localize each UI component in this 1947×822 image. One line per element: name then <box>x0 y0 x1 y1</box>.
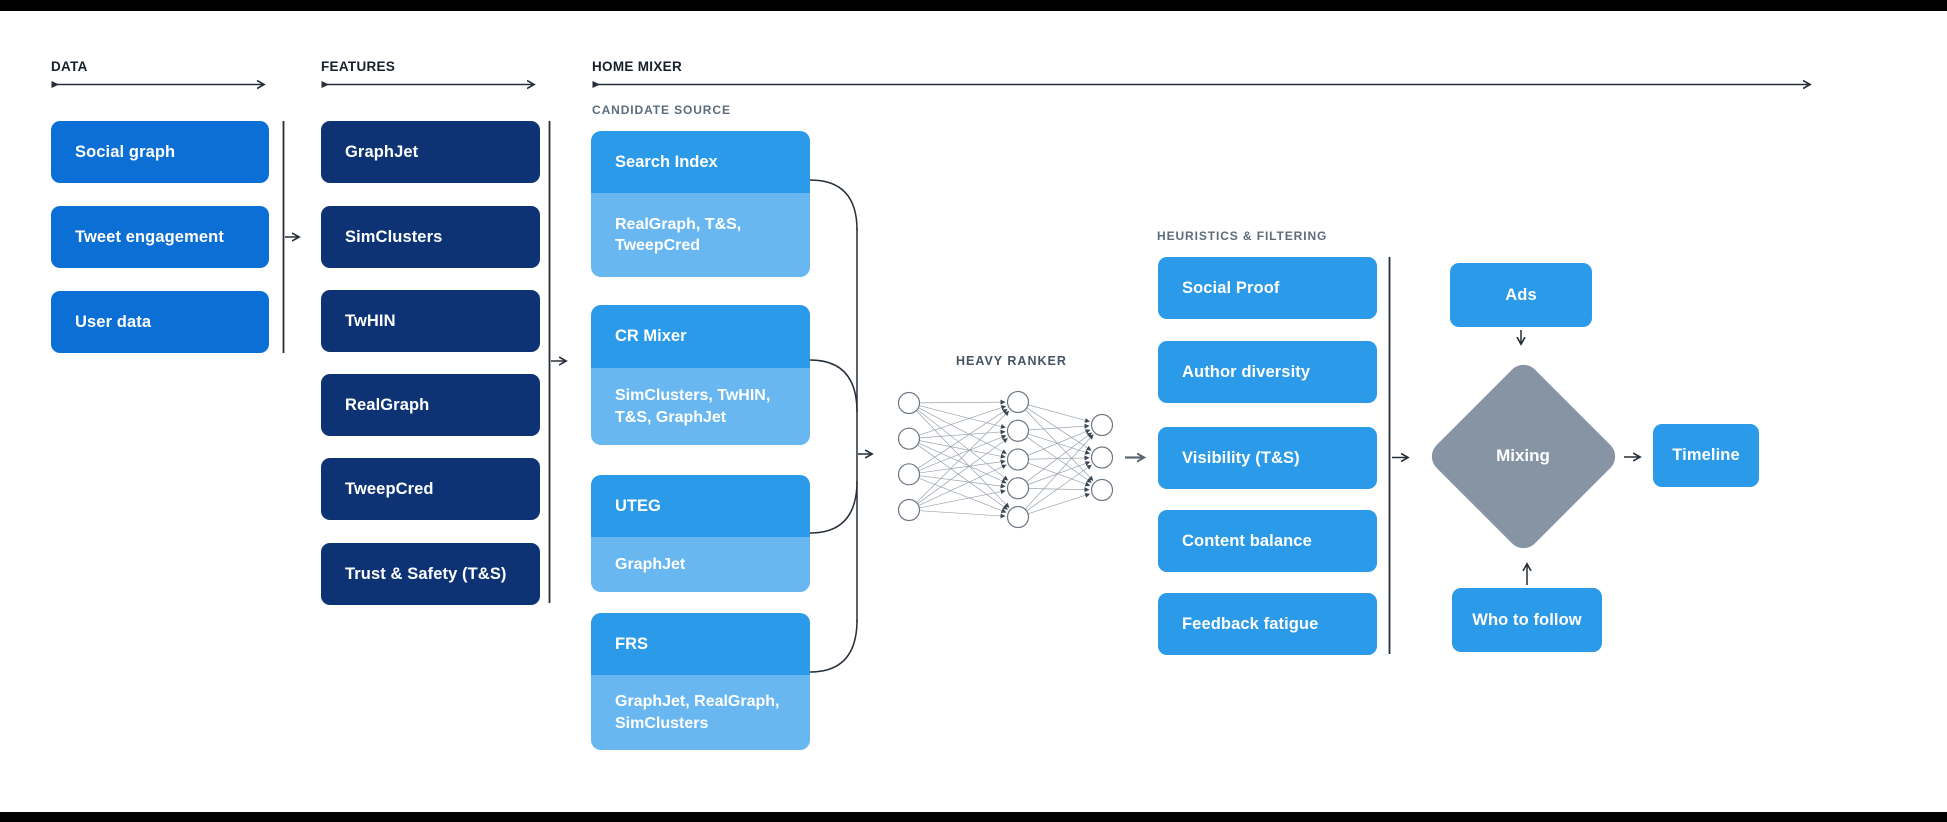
frs-connector <box>809 619 858 673</box>
search-index-connector <box>809 179 858 231</box>
uteg-connector <box>809 480 858 534</box>
mixing-diamond-node: Mixing <box>1424 357 1622 555</box>
ads-node: Ads <box>1450 263 1592 327</box>
features-column-header: FEATURES <box>321 59 396 74</box>
feature-node-graphjet: GraphJet <box>321 121 540 183</box>
data-node-user-data: User data <box>51 291 269 353</box>
who-to-follow-node: Who to follow <box>1452 588 1602 652</box>
candidate-node-cr-mixer: CR Mixer SimClusters, TwHIN, T&S, GraphJ… <box>591 305 810 445</box>
feature-node-tweepcred: TweepCred <box>321 458 540 520</box>
candidate-node-frs: FRS GraphJet, RealGraph, SimClusters <box>591 613 810 750</box>
heuristics-section-label: HEURISTICS & FILTERING <box>1157 229 1328 243</box>
feature-node-realgraph: RealGraph <box>321 374 540 436</box>
candidate-sources: GraphJet, RealGraph, SimClusters <box>591 675 810 750</box>
feature-node-trust-safety: Trust & Safety (T&S) <box>321 543 540 605</box>
candidate-name: FRS <box>591 613 810 675</box>
top-black-bar <box>0 0 1947 11</box>
data-column-header: DATA <box>51 59 88 74</box>
candidate-sources: GraphJet <box>591 537 810 592</box>
data-node-social-graph: Social graph <box>51 121 269 183</box>
heuristic-node-content-balance: Content balance <box>1158 510 1377 572</box>
heavy-ranker-label: HEAVY RANKER <box>956 354 1067 368</box>
candidate-source-section-label: CANDIDATE SOURCE <box>592 103 731 117</box>
bottom-black-bar <box>0 812 1947 822</box>
neural-network-illustration <box>897 390 1114 529</box>
heuristic-node-feedback-fatigue: Feedback fatigue <box>1158 593 1377 655</box>
heuristic-node-social-proof: Social Proof <box>1158 257 1377 319</box>
home-mixer-column-header: HOME MIXER <box>592 59 683 74</box>
candidate-node-uteg: UTEG GraphJet <box>591 475 810 592</box>
mixing-diamond-label: Mixing <box>1496 446 1550 465</box>
feature-node-twhin: TwHIN <box>321 290 540 352</box>
candidate-name: UTEG <box>591 475 810 537</box>
timeline-node: Timeline <box>1653 424 1759 487</box>
candidate-name: Search Index <box>591 131 810 193</box>
candidate-name: CR Mixer <box>591 305 810 368</box>
feature-node-simclusters: SimClusters <box>321 206 540 268</box>
cr-mixer-connector <box>809 359 858 413</box>
data-node-tweet-engagement: Tweet engagement <box>51 206 269 268</box>
candidate-sources: RealGraph, T&S, TweepCred <box>591 193 810 277</box>
heuristic-node-author-diversity: Author diversity <box>1158 341 1377 403</box>
candidate-sources: SimClusters, TwHIN, T&S, GraphJet <box>591 368 810 445</box>
heuristic-node-visibility: Visibility (T&S) <box>1158 427 1377 489</box>
candidate-node-search-index: Search Index RealGraph, T&S, TweepCred <box>591 131 810 277</box>
